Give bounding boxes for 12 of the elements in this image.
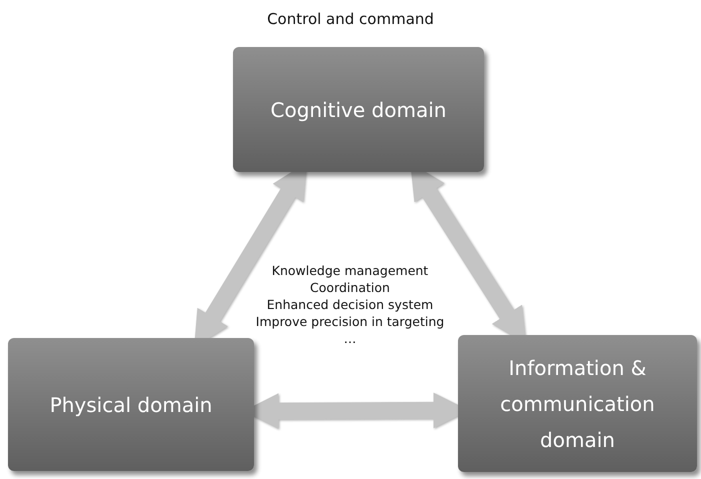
note-text: Coordination (309, 279, 391, 296)
domain-name: Physical domain (50, 392, 212, 418)
diagram-title: Control and command (266, 10, 435, 28)
domain-box (8, 338, 254, 471)
domain-box (458, 335, 697, 472)
note-text: … (342, 330, 358, 347)
note-text: Knowledge management (270, 262, 430, 279)
note-text: Improve precision in targeting (254, 313, 446, 330)
domain-name: Information & communication domain (499, 354, 656, 454)
domain-box (233, 47, 484, 172)
note-text: Enhanced decision system (266, 296, 434, 313)
domain-name: Cognitive domain (270, 96, 446, 124)
